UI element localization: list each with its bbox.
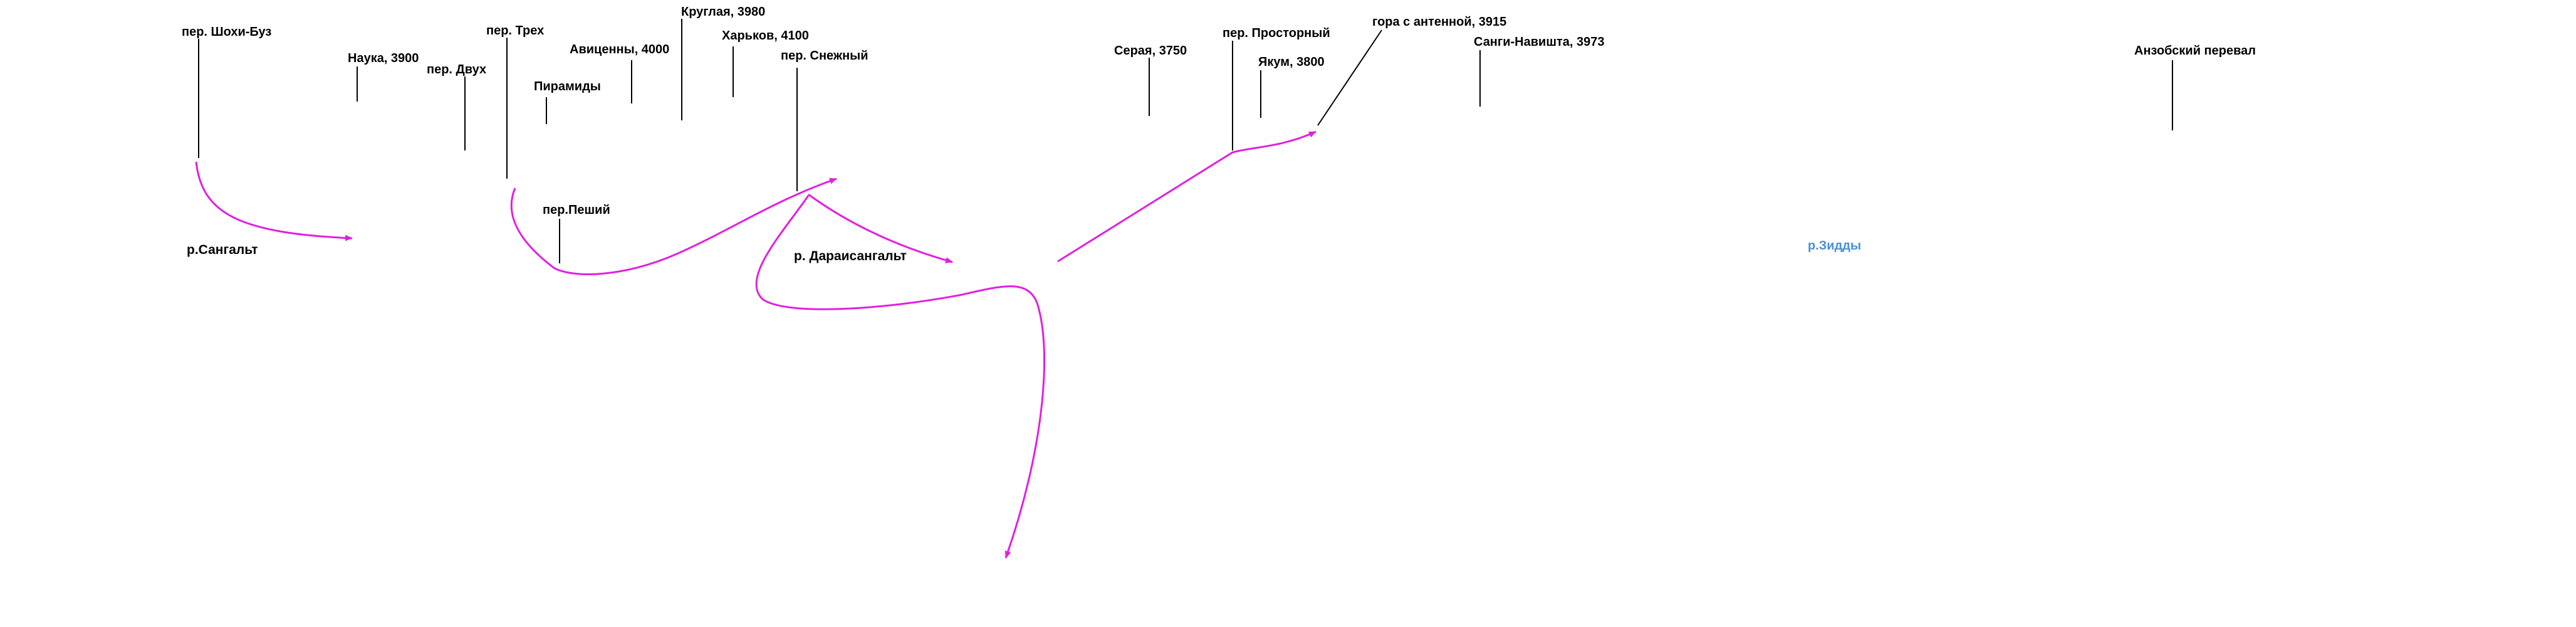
pass-prostorny-label: пер. Просторный [1223, 26, 1330, 40]
peak-piramidy-label: Пирамиды [534, 80, 601, 93]
peak-gora-antenna-label: гора с антенной, 3915 [1372, 15, 1507, 29]
pass-dvukh-label: пер. Двух [427, 63, 487, 76]
peak-seraya-label: Серая, 3750 [1114, 44, 1187, 58]
peak-kharkov-label: Харьков, 4100 [722, 29, 809, 43]
route-sangalt [195, 161, 353, 241]
pass-peshiy-label: пер.Пеший [543, 203, 610, 217]
leader-gora-antenna [1317, 29, 1382, 126]
leader-lines [198, 19, 2173, 263]
route-snezhny-south [755, 195, 1046, 559]
route-trekh-snezhny [510, 177, 837, 275]
river-daraisangalt-label: р. Дараисангальт [794, 249, 907, 263]
peak-yakum-label: Якум, 3800 [1258, 55, 1325, 69]
route-paths [195, 130, 1317, 559]
river-zeddy-label: р.Зидды [1808, 239, 1862, 253]
route-snezhny-daraisangalt [808, 193, 953, 263]
peak-avitsenny-label: Авиценны, 4000 [570, 43, 670, 56]
peak-kruglaya-label: Круглая, 3980 [681, 5, 766, 19]
route-prostorny-antenna [1057, 130, 1317, 263]
pass-snezhny-label: пер. Снежный [781, 49, 868, 63]
peak-nauka-label: Наука, 3900 [348, 51, 419, 65]
pass-shokhi-buz-label: пер. Шохи-Буз [182, 25, 272, 39]
pass-anzob-label: Анзобский перевал [2134, 44, 2256, 58]
river-sangalt-label: р.Сангальт [187, 243, 258, 257]
peak-sangi-navishta-label: Санги-Навишта, 3973 [1474, 35, 1605, 49]
pass-trekh-label: пер. Трех [486, 24, 545, 38]
